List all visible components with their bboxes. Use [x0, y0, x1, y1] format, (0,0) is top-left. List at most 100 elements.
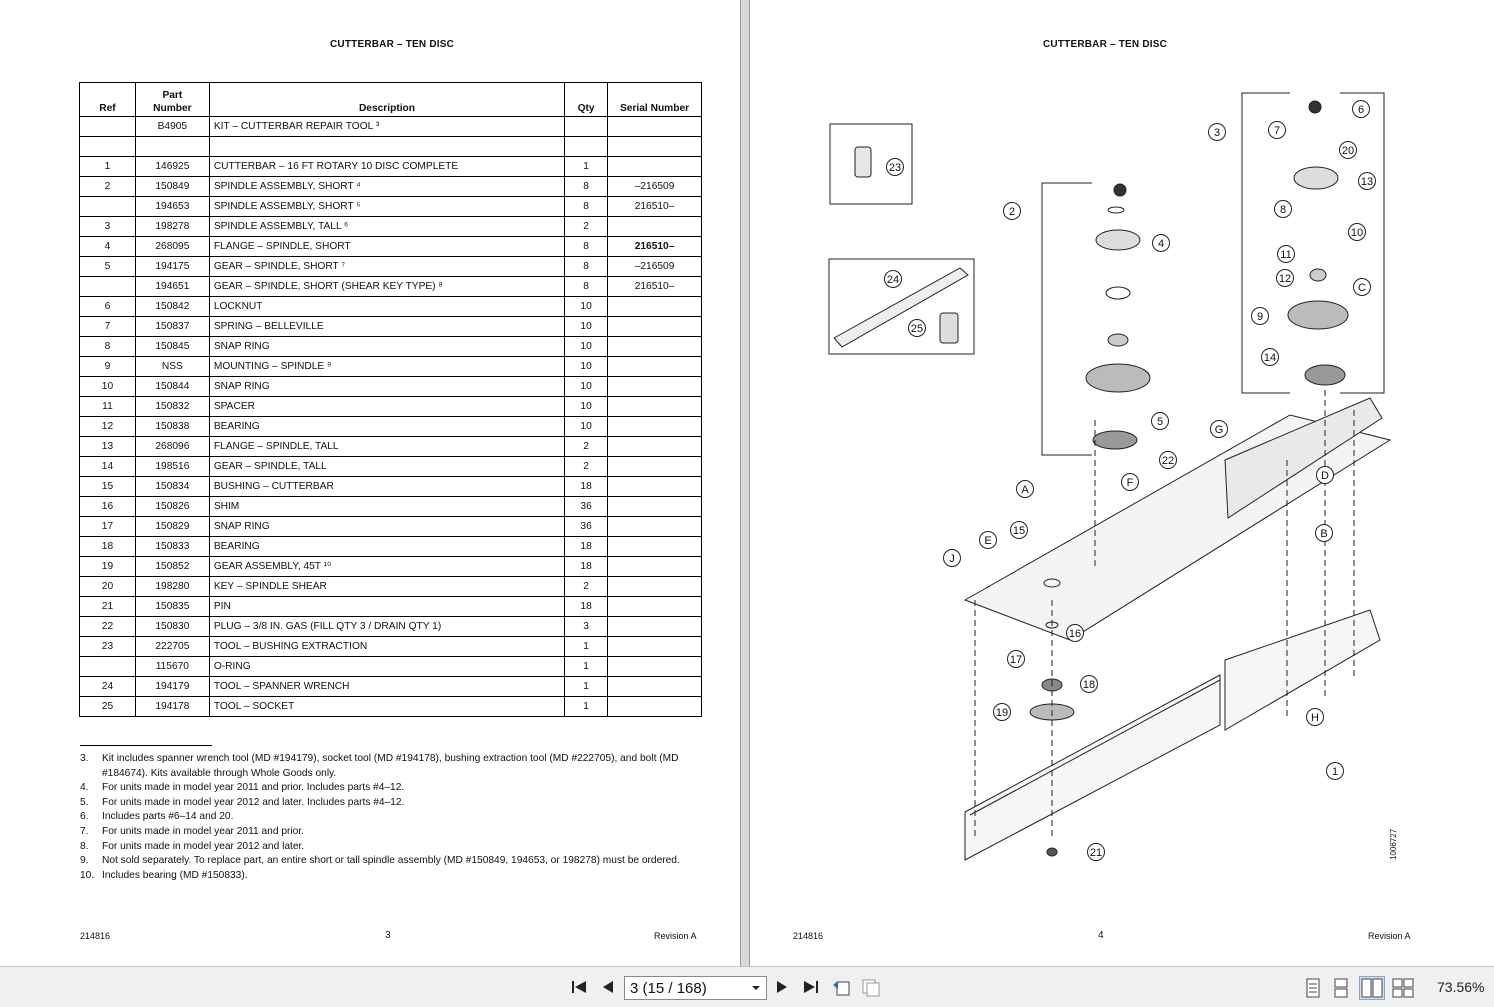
footnote-number: 3.	[80, 753, 89, 764]
cell-ref: 5	[79, 256, 136, 277]
page-number-select[interactable]: 3 (15 / 168)	[624, 976, 767, 1000]
cell-description: SNAP RING	[208, 516, 566, 537]
cell-ref: 9	[79, 356, 136, 377]
header-qty: Qty	[564, 82, 609, 117]
cell-description: KEY – SPINDLE SHEAR	[208, 576, 566, 597]
cell-serial-number	[607, 556, 702, 577]
cell-ref: 25	[79, 696, 136, 717]
last-page-button[interactable]	[800, 976, 822, 998]
cell-part-number: 150844	[134, 376, 210, 397]
cell-qty: 10	[564, 376, 609, 397]
cell-qty: 36	[564, 496, 609, 517]
footer-doc-number: 214816	[80, 931, 111, 941]
cell-description: GEAR – SPINDLE, SHORT ⁷	[208, 256, 566, 277]
cell-serial-number	[607, 296, 702, 317]
svg-text:3: 3	[1214, 127, 1220, 139]
previous-page-button[interactable]	[597, 976, 619, 998]
footnote-text: For units made in model year 2011 and pr…	[102, 825, 304, 837]
callout-9: 9	[1251, 307, 1269, 325]
continuous-view-button[interactable]	[1328, 976, 1354, 1000]
cell-part-number: B4905	[134, 116, 210, 137]
cell-ref: 3	[79, 216, 136, 237]
svg-text:18: 18	[1083, 679, 1095, 691]
cell-description: TOOL – SOCKET	[208, 696, 566, 717]
callout-13: 13	[1358, 172, 1376, 190]
cell-ref: 15	[79, 476, 136, 497]
callout-24: 24	[884, 270, 902, 288]
cell-qty	[564, 136, 609, 157]
zoom-level[interactable]: 73.56%	[1437, 979, 1485, 995]
callout-10: 10	[1348, 223, 1366, 241]
cell-part-number: 198280	[134, 576, 210, 597]
footnote-text: Includes bearing (MD #150833).	[102, 869, 248, 881]
cell-description: TOOL – SPANNER WRENCH	[208, 676, 566, 697]
forward-view-button[interactable]	[860, 976, 882, 998]
cell-ref: 11	[79, 396, 136, 417]
back-view-button[interactable]	[830, 976, 852, 998]
cell-ref: 12	[79, 416, 136, 437]
callout-16: 16	[1066, 624, 1084, 642]
cell-serial-number	[607, 336, 702, 357]
facing-view-button[interactable]	[1359, 976, 1385, 1000]
cell-part-number: 115670	[134, 656, 210, 677]
callout-15: 15	[1010, 521, 1028, 539]
cell-ref: 2	[79, 176, 136, 197]
svg-text:A: A	[1021, 484, 1029, 496]
chevron-down-icon	[752, 986, 760, 990]
viewer-toolbar: 3 (15 / 168) 73.56%	[0, 966, 1494, 1007]
next-page-button[interactable]	[771, 976, 793, 998]
callout-20: 20	[1339, 141, 1357, 159]
cell-description: O-RING	[208, 656, 566, 677]
cell-description: PLUG – 3/8 IN. GAS (FILL QTY 3 / DRAIN Q…	[208, 616, 566, 637]
cell-ref: 8	[79, 336, 136, 357]
cell-serial-number	[607, 636, 702, 657]
continuous-facing-icon	[1392, 978, 1414, 998]
cell-qty: 8	[564, 176, 609, 197]
cell-serial-number: 216510–	[607, 276, 702, 297]
single-page-view-button[interactable]	[1300, 976, 1326, 1000]
footnote: 7.For units made in model year 2011 and …	[80, 825, 710, 840]
cell-ref: 24	[79, 676, 136, 697]
cell-serial-number	[607, 116, 702, 137]
forward-view-icon	[862, 979, 880, 997]
callout-17: 17	[1007, 650, 1025, 668]
cell-serial-number	[607, 616, 702, 637]
cell-ref: 13	[79, 436, 136, 457]
page-number-value: 3 (15 / 168)	[630, 979, 707, 997]
cell-qty: 1	[564, 676, 609, 697]
cell-ref: 14	[79, 456, 136, 477]
cell-part-number: 150837	[134, 316, 210, 337]
cell-qty: 10	[564, 356, 609, 377]
cell-serial-number	[607, 456, 702, 477]
page-number: 3	[385, 930, 391, 941]
cell-ref: 23	[79, 636, 136, 657]
cell-part-number: 150842	[134, 296, 210, 317]
cell-description	[208, 136, 566, 157]
footnote-number: 6.	[80, 811, 89, 823]
next-page-icon	[777, 981, 787, 993]
svg-text:G: G	[1215, 424, 1224, 436]
cell-qty: 10	[564, 296, 609, 317]
footnote-text: Includes parts #6–14 and 20.	[102, 811, 234, 823]
cell-qty: 18	[564, 476, 609, 497]
footnote: 10.Includes bearing (MD #150833).	[80, 869, 710, 884]
header-serial-number: Serial Number	[607, 82, 702, 117]
cell-description: SNAP RING	[208, 376, 566, 397]
footnote-number: 5.	[80, 796, 89, 808]
callout-6: 6	[1352, 100, 1370, 118]
callout-G: G	[1210, 420, 1228, 438]
callout-21: 21	[1087, 843, 1105, 861]
cell-description: SPINDLE ASSEMBLY, SHORT ⁴	[208, 176, 566, 197]
first-page-button[interactable]	[568, 976, 590, 998]
continuous-facing-view-button[interactable]	[1390, 976, 1416, 1000]
footer-revision: Revision A	[1368, 931, 1411, 941]
cell-qty: 18	[564, 536, 609, 557]
cell-qty: 8	[564, 196, 609, 217]
